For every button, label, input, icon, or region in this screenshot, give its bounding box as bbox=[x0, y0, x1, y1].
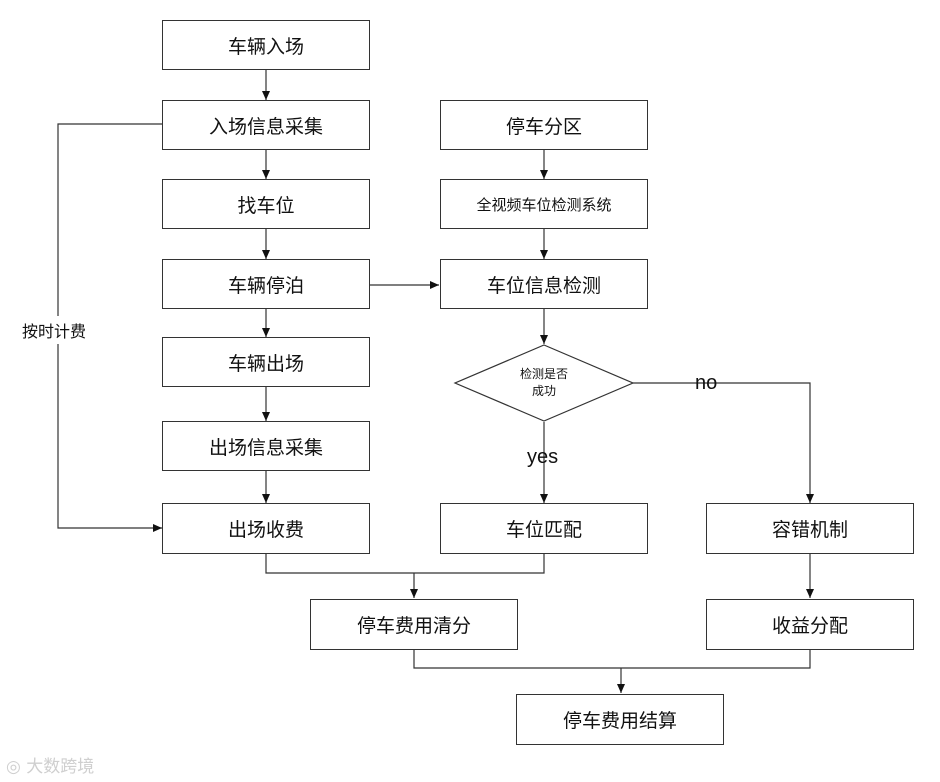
arrow-decision-no bbox=[633, 382, 814, 503]
node-parking-zoning: 停车分区 bbox=[440, 100, 648, 150]
decision-text: 检测是否 成功 bbox=[494, 366, 594, 400]
node-label: 全视频车位检测系统 bbox=[476, 195, 612, 214]
label-time-based-billing: 按时计费 bbox=[22, 316, 87, 344]
decision-diamond bbox=[453, 344, 635, 422]
node-space-matching: 车位匹配 bbox=[440, 503, 648, 554]
node-label: 车位信息检测 bbox=[486, 274, 601, 297]
node-video-detection-system: 全视频车位检测系统 bbox=[440, 179, 648, 229]
line-charge-down bbox=[265, 554, 545, 574]
node-exit-charge: 出场收费 bbox=[162, 503, 370, 554]
watermark-text: 大数跨境 bbox=[26, 757, 95, 777]
node-space-info-detection: 车位信息检测 bbox=[440, 259, 648, 309]
node-label: 入场信息采集 bbox=[208, 115, 323, 138]
node-revenue-distribution: 收益分配 bbox=[706, 599, 914, 650]
node-entry-info-collection: 入场信息采集 bbox=[162, 100, 370, 150]
node-vehicle-parking: 车辆停泊 bbox=[162, 259, 370, 309]
node-label: 出场信息采集 bbox=[208, 436, 323, 459]
node-fault-tolerance: 容错机制 bbox=[706, 503, 914, 554]
node-fee-settlement: 停车费用结算 bbox=[516, 694, 724, 745]
node-label: 车辆出场 bbox=[227, 352, 304, 375]
node-label: 停车费用清分 bbox=[356, 615, 471, 637]
node-exit-info-collection: 出场信息采集 bbox=[162, 421, 370, 471]
decision-line-2: 成功 bbox=[531, 384, 556, 398]
node-vehicle-exit: 车辆出场 bbox=[162, 337, 370, 387]
label-no: no bbox=[695, 372, 718, 394]
node-label: 停车费用结算 bbox=[562, 710, 677, 732]
watermark-logo-icon: ◎ bbox=[6, 757, 21, 777]
node-label: 车位匹配 bbox=[505, 519, 582, 541]
node-vehicle-entry: 车辆入场 bbox=[162, 20, 370, 70]
node-label: 找车位 bbox=[237, 194, 295, 217]
watermark: ◎ 大数跨境 bbox=[6, 752, 94, 777]
line-clearing-revenue-merge bbox=[413, 650, 811, 669]
node-label: 容错机制 bbox=[771, 519, 848, 541]
decision-line-1: 检测是否 bbox=[519, 367, 568, 381]
node-find-space: 找车位 bbox=[162, 179, 370, 229]
node-label: 出场收费 bbox=[227, 519, 304, 541]
label-yes: yes bbox=[527, 446, 559, 468]
node-label: 停车分区 bbox=[505, 115, 582, 138]
node-label: 车辆入场 bbox=[227, 35, 304, 58]
node-fee-clearing: 停车费用清分 bbox=[310, 599, 518, 650]
node-label: 收益分配 bbox=[771, 615, 848, 637]
node-label: 车辆停泊 bbox=[227, 274, 304, 297]
